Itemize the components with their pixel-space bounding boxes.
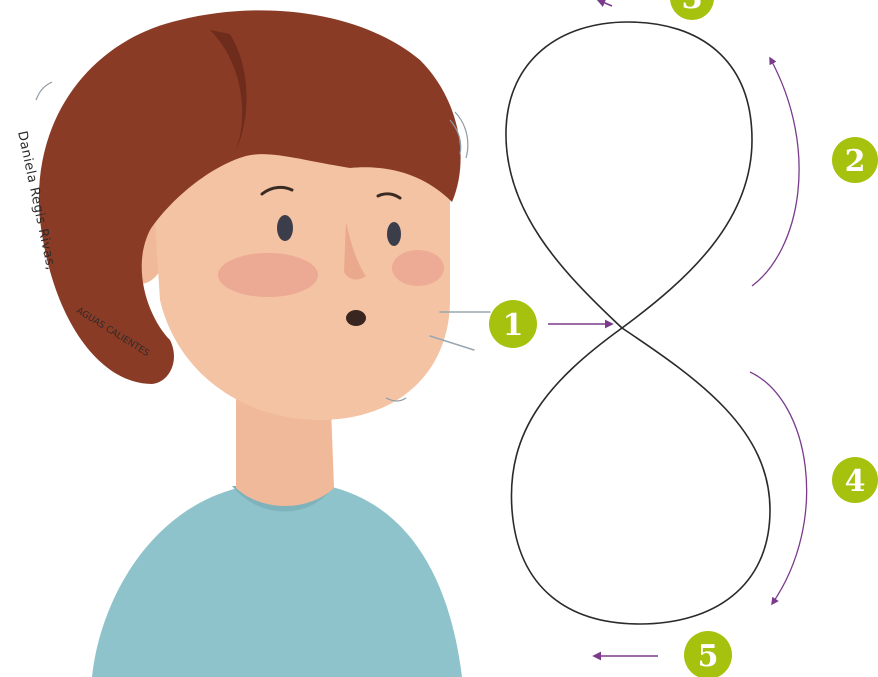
step-badge-4: 4 [832, 457, 878, 503]
mouth [346, 310, 366, 326]
step-badge-1: 1 [489, 300, 537, 348]
left-eye [277, 215, 293, 241]
step-badge-2: 2 [832, 137, 878, 183]
arc-arrow-down-icon [750, 372, 807, 604]
right-cheek [392, 250, 444, 286]
figure-eight-path [506, 22, 770, 624]
arrow-left-top-icon [598, 0, 612, 6]
step-number: 4 [845, 464, 866, 499]
left-cheek [218, 253, 318, 297]
right-eye [387, 222, 401, 246]
step-number: 5 [698, 639, 719, 674]
step-number: 1 [503, 308, 524, 343]
person-illustration [36, 10, 490, 677]
step-number: 3 [682, 0, 703, 16]
arc-arrow-up-icon [752, 58, 799, 286]
step-badge-5: 5 [684, 631, 732, 677]
shirt [92, 486, 462, 677]
step-number: 2 [845, 144, 866, 179]
step-badge-3: 3 [670, 0, 714, 20]
